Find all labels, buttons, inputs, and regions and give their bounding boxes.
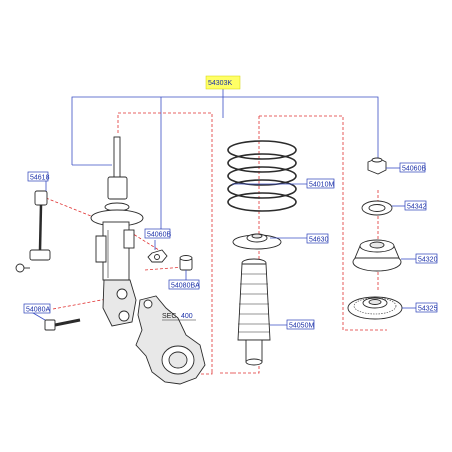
- ref-54080BA: 54080BA: [171, 283, 200, 290]
- callout-connectors: [27, 167, 416, 326]
- section-prefix: SEC.: [162, 313, 178, 320]
- callout-54010M: 54010M: [306, 178, 334, 189]
- callout-54060B-left: 54060B: [144, 228, 171, 239]
- steering-knuckle: [135, 295, 206, 385]
- ref-54050M: 54050M: [289, 323, 314, 330]
- assembly-leader-lines: [71, 89, 379, 229]
- ref-54630: 54630: [309, 237, 329, 244]
- callout-54618: 54618: [27, 171, 50, 182]
- washer: [361, 200, 393, 216]
- callout-54080A: 54080A: [23, 303, 50, 314]
- spring-pad: [232, 233, 282, 250]
- callout-54050M: 54050M: [286, 319, 314, 330]
- ref-54325: 54325: [418, 306, 438, 313]
- ref-54010M: 54010M: [309, 182, 334, 189]
- ref-54320: 54320: [418, 257, 438, 264]
- coil-spring: [227, 140, 297, 212]
- section-number: 400: [181, 313, 193, 320]
- callout-54060B-right: 54060B: [399, 162, 426, 173]
- assembly-ref-label: 54303K: [208, 80, 232, 87]
- strut-insulator: [352, 239, 402, 272]
- stabilizer-link: [15, 190, 51, 273]
- callout-54342: 54342: [404, 200, 427, 211]
- nut-left: [147, 249, 168, 263]
- nut-flange: [179, 255, 193, 271]
- callout-54630: 54630: [306, 233, 329, 244]
- callout-54325: 54325: [415, 302, 438, 313]
- section-label: SEC. 400: [162, 313, 196, 321]
- bolt: [44, 318, 81, 331]
- dust-cover: [237, 258, 271, 366]
- ref-54060B-right: 54060B: [402, 166, 426, 173]
- callout-54303K: 54303K: [205, 75, 241, 90]
- ref-54618: 54618: [30, 175, 50, 182]
- ref-54080A: 54080A: [26, 307, 50, 314]
- callout-54320: 54320: [415, 253, 438, 264]
- ref-54060B-left: 54060B: [147, 232, 171, 239]
- callout-54080BA: 54080BA: [168, 279, 200, 290]
- strut-bearing: [347, 296, 403, 320]
- ref-54342: 54342: [407, 204, 427, 211]
- nut-top: [367, 157, 387, 175]
- shock-absorber: [90, 136, 144, 327]
